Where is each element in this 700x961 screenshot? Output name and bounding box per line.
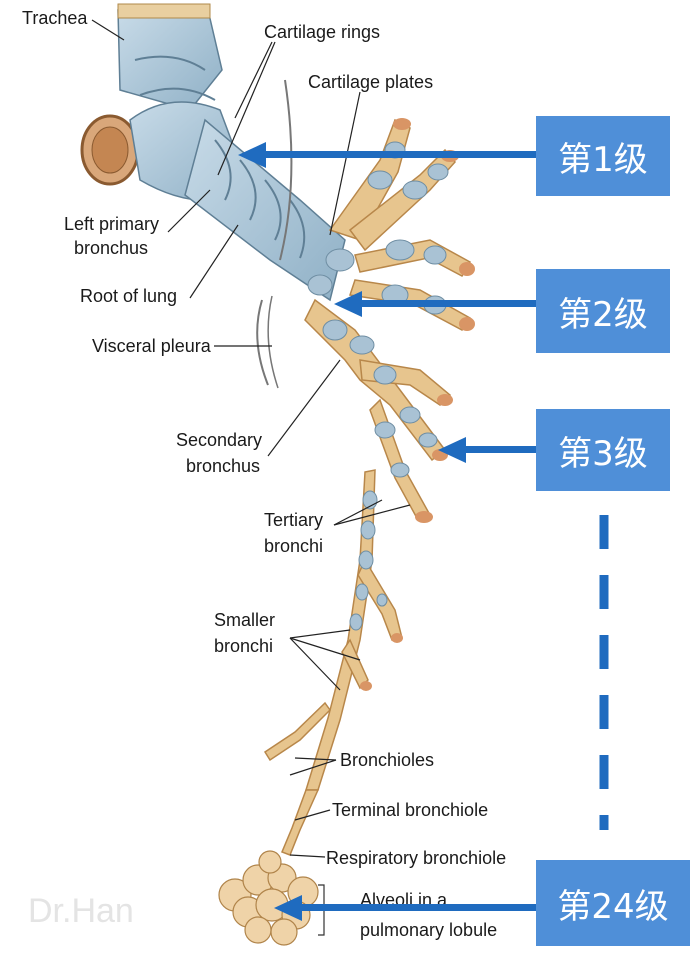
label-visceral-pleura: Visceral pleura — [92, 336, 212, 356]
label-trachea: Trachea — [22, 8, 88, 28]
label-root-of-lung: Root of lung — [80, 286, 177, 306]
visceral-pleura-drawing — [256, 79, 293, 389]
label-cartilage-plates: Cartilage plates — [308, 72, 433, 92]
watermark: Dr.Han — [28, 892, 134, 930]
label-smaller: Smaller — [214, 610, 275, 630]
arrow-gen-1 — [238, 142, 540, 168]
arrow-gen-24 — [274, 895, 540, 921]
label-bronchi-tertiary: bronchi — [264, 536, 323, 556]
anatomy-labels: Trachea Cartilage rings Cartilage plates… — [22, 8, 506, 940]
upper-branches-drawing — [307, 118, 475, 331]
left-primary-bronchus-drawing — [184, 118, 346, 302]
label-tertiary: Tertiary — [264, 510, 323, 530]
label-secondary: Secondary — [176, 430, 262, 450]
generation-label-3: 第3级 — [558, 433, 648, 474]
label-bronchus-secondary: bronchus — [186, 456, 260, 476]
smaller-bronchi-drawing — [263, 469, 403, 856]
generation-box-3: 第3级 — [536, 409, 670, 491]
label-terminal-bronchiole: Terminal bronchiole — [332, 800, 488, 820]
arrow-gen-2 — [334, 291, 540, 317]
generation-arrows — [238, 142, 540, 921]
secondary-bronchus-drawing — [304, 298, 453, 523]
generation-label-1: 第1级 — [558, 139, 648, 180]
generation-label-24: 第24级 — [557, 886, 669, 927]
generation-box-24: 第24级 — [536, 860, 690, 946]
label-cartilage-rings: Cartilage rings — [264, 22, 380, 42]
label-bronchus-primary: bronchus — [74, 238, 148, 258]
label-bronchioles: Bronchioles — [340, 750, 434, 770]
label-pulmonary-lobule: pulmonary lobule — [360, 920, 497, 940]
label-bronchi-smaller: bronchi — [214, 636, 273, 656]
arrow-gen-3 — [438, 437, 540, 463]
alveoli-cluster-drawing — [218, 850, 319, 946]
generation-box-1: 第1级 — [536, 116, 670, 196]
leader-lines — [91, 19, 411, 858]
generation-box-2: 第2级 — [536, 269, 670, 353]
label-left-primary: Left primary — [64, 214, 159, 234]
label-respiratory-bronchiole: Respiratory bronchiole — [326, 848, 506, 868]
generation-label-2: 第2级 — [558, 294, 648, 335]
